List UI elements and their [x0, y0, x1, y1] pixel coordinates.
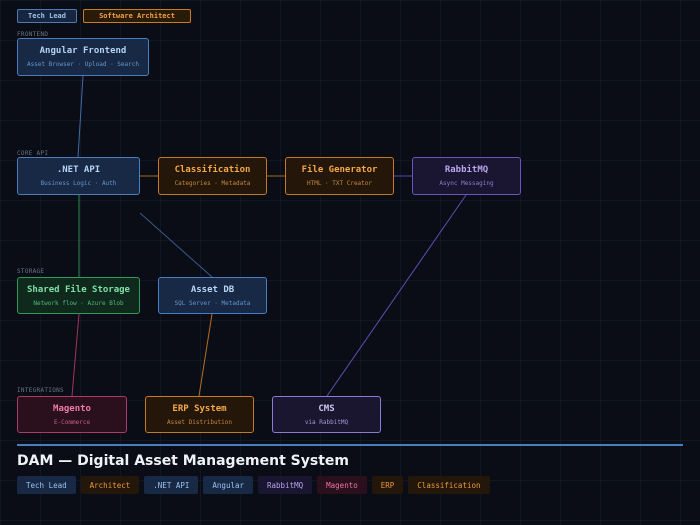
node-subtitle: HTML · TXT Creator [306, 180, 373, 187]
node-subtitle: E-Commerce [53, 418, 91, 426]
node-title: File Generator [301, 165, 378, 175]
role-badge-tech-lead: Tech Lead [17, 9, 77, 23]
link-assetdb-erp [198, 313, 213, 397]
page-title: DAM — Digital Asset Management System [17, 453, 349, 469]
link-filestorage-magento [71, 313, 80, 397]
node-subtitle: Network flow · Azure Blob [33, 299, 124, 307]
tag-tech-lead: Tech Lead [17, 476, 76, 494]
node-title: Classification [174, 165, 251, 175]
node-title: Magento [53, 403, 91, 414]
link-angular-netapi [77, 75, 84, 158]
node-cms: CMS via RabbitMQ [272, 396, 381, 433]
node-title: Asset DB [190, 284, 235, 295]
tag-list: Tech Lead Architect .NET API Angular Rab… [17, 476, 490, 494]
node-erp-system: ERP System Asset Distribution [145, 396, 254, 433]
node-subtitle: via RabbitMQ [304, 418, 349, 426]
node-title: CMS [318, 403, 335, 414]
node-asset-db: Asset DB SQL Server · Metadata [158, 277, 267, 314]
divider-line [17, 444, 683, 446]
node-angular-frontend: Angular Frontend Asset Browser · Upload … [17, 38, 149, 76]
tag-rabbitmq: RabbitMQ [258, 476, 313, 494]
section-label-frontend: FRONTEND [17, 31, 49, 38]
section-label-core-api: CORE API [17, 150, 49, 157]
node-subtitle: Categories · Metadata [174, 180, 251, 187]
node-subtitle: Asset Distribution [166, 418, 233, 426]
node-title: RabbitMQ [444, 165, 489, 175]
tag-classification: Classification [408, 476, 490, 494]
node-title: .NET API [56, 165, 101, 175]
node-subtitle: Async Messaging [439, 180, 494, 187]
node-title: Angular Frontend [39, 46, 127, 56]
tag-magento: Magento [317, 476, 367, 494]
node-title: Shared File Storage [27, 284, 130, 295]
role-badge-software-architect: Software Architect [83, 9, 191, 23]
tag-net-api: .NET API [144, 476, 199, 494]
node-rabbitmq: RabbitMQ Async Messaging [412, 157, 521, 195]
node-subtitle: Asset Browser · Upload · Search [27, 61, 139, 68]
link-rabbitmq-cms [326, 194, 467, 397]
node-classification: Classification Categories · Metadata [158, 157, 267, 195]
node-magento: Magento E-Commerce [17, 396, 127, 433]
node-subtitle: SQL Server · Metadata [174, 299, 251, 307]
tag-erp: ERP [371, 476, 404, 494]
tag-architect: Architect [80, 476, 140, 494]
tag-angular: Angular [203, 476, 254, 494]
node-file-generator: File Generator HTML · TXT Creator [285, 157, 394, 195]
node-net-api: .NET API Business Logic · Auth [17, 157, 140, 195]
node-title: ERP System [172, 403, 227, 414]
node-shared-file-storage: Shared File Storage Network flow · Azure… [17, 277, 140, 314]
link-netapi-assetdb [139, 212, 213, 278]
section-label-storage: STORAGE [17, 268, 45, 275]
section-label-integrations: INTEGRATIONS [17, 387, 64, 394]
node-subtitle: Business Logic · Auth [40, 180, 117, 187]
